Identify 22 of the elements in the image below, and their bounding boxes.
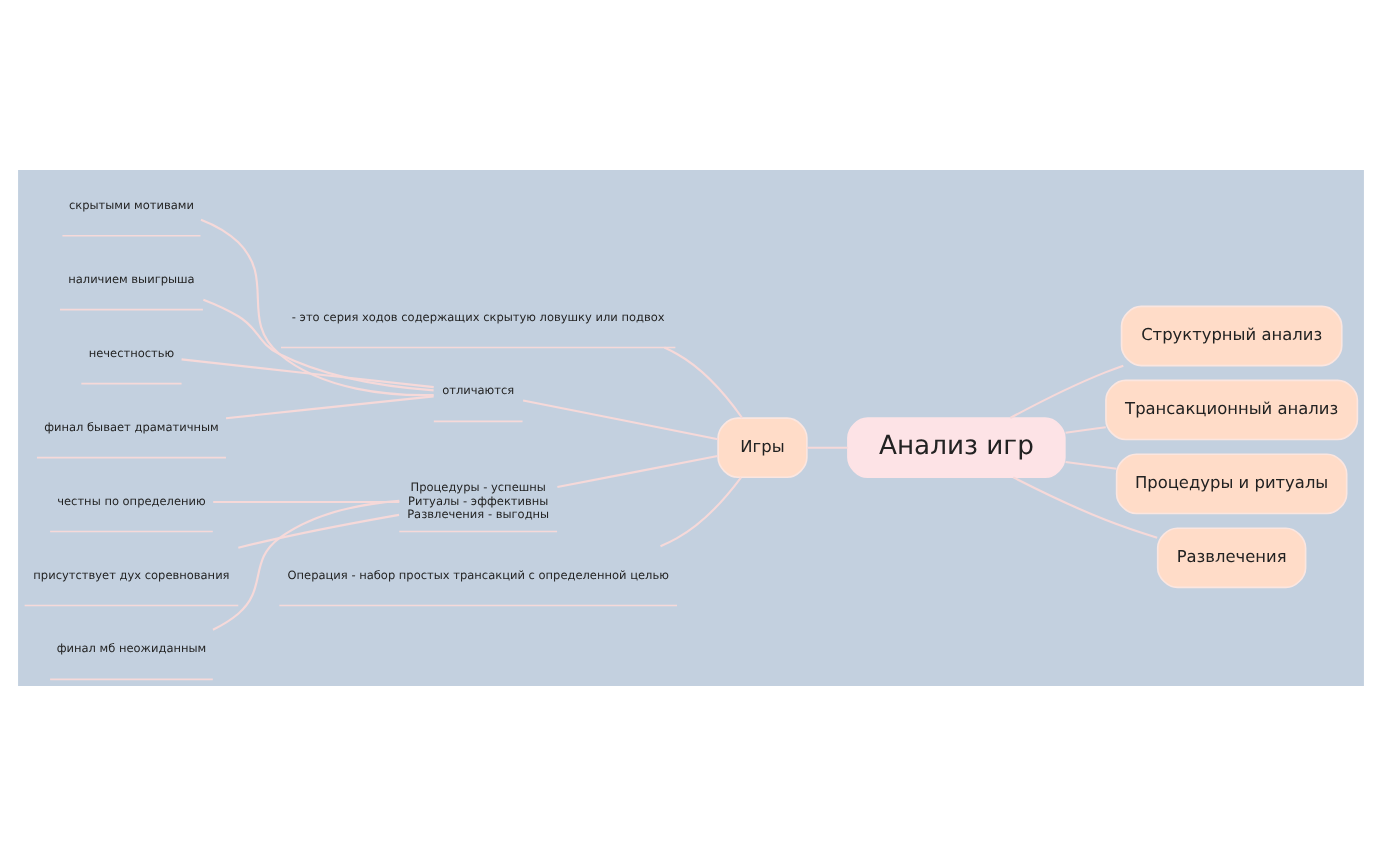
node-box: Структурный анализ [1120,305,1343,367]
connector [238,513,400,549]
connector [660,477,742,548]
connector [200,218,434,397]
connector [663,346,744,419]
connector [522,399,719,441]
connector [1065,426,1106,434]
connector [557,455,718,489]
node-box: Игры [717,417,808,479]
connector [212,499,400,631]
connector [202,298,434,392]
connector [1065,460,1117,470]
connector [1012,476,1158,539]
node-box: Процедуры и ритуалы [1115,453,1348,515]
connector [806,446,848,449]
connector [225,395,434,420]
connector [181,358,434,389]
node-box: Развлечения [1156,527,1307,589]
connector [213,500,400,503]
node-box: Анализ игр [847,417,1066,479]
connector [1009,364,1124,419]
node-box: Трансакционный анализ [1105,379,1359,441]
